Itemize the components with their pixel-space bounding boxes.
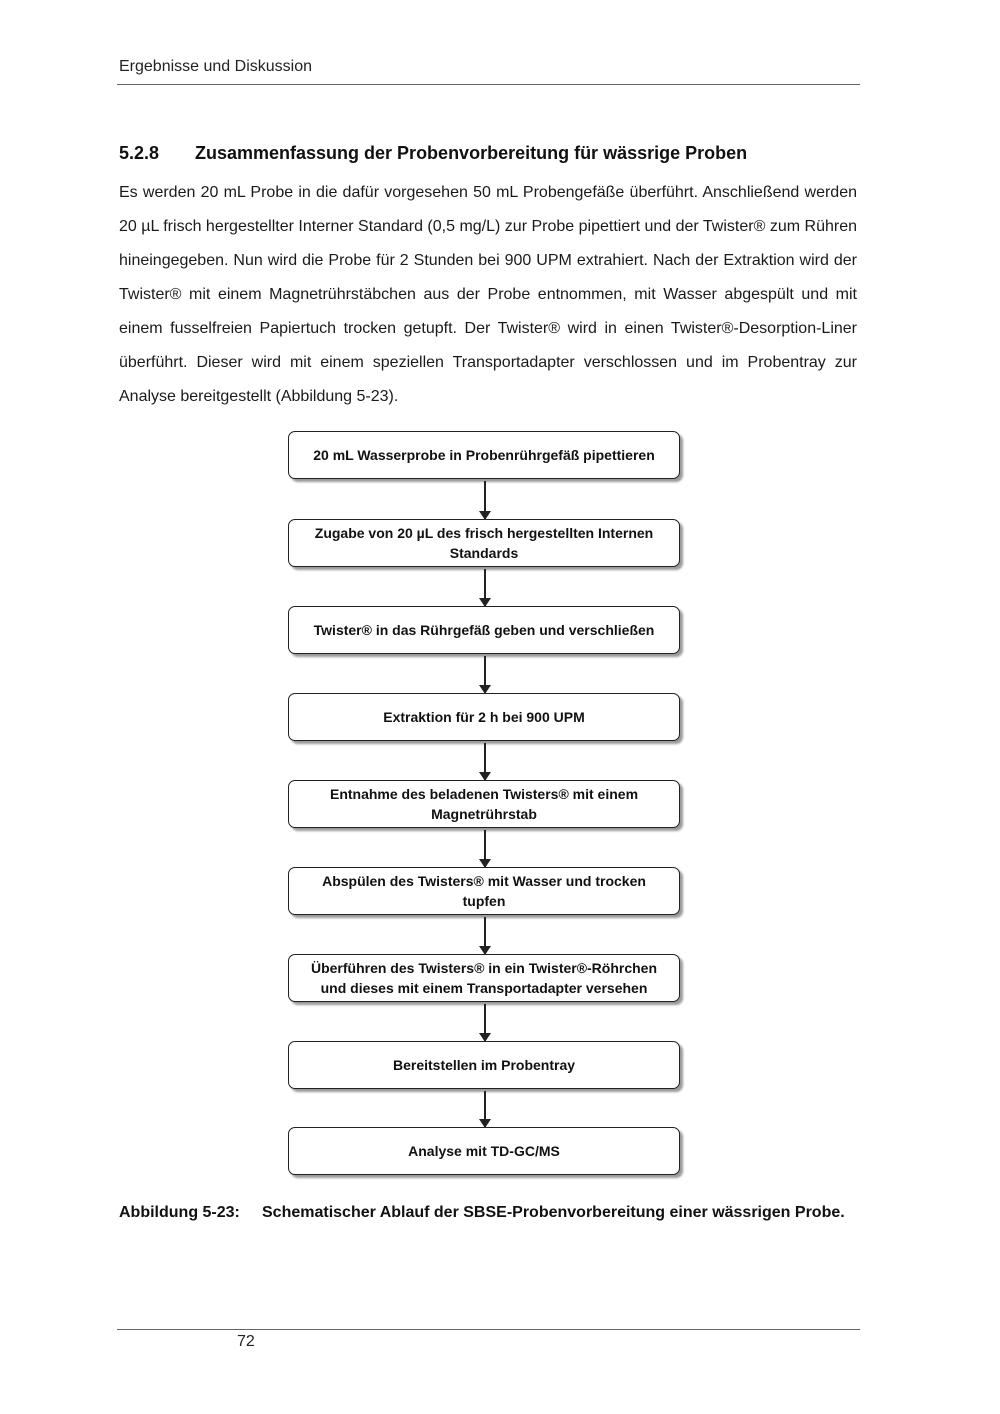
header-rule: [117, 84, 860, 85]
flow-arrow-3: [479, 656, 491, 694]
flow-step-9: Analyse mit TD-GC/MS: [288, 1127, 680, 1175]
flow-step-3: Twister® in das Rührgefäß geben und vers…: [288, 606, 680, 654]
body-paragraph: Es werden 20 mL Probe in die dafür vorge…: [119, 184, 857, 405]
flow-step-4: Extraktion für 2 h bei 900 UPM: [288, 693, 680, 741]
flow-arrow-5: [479, 830, 491, 868]
flow-step-6: Abspülen des Twisters® mit Wasser und tr…: [288, 867, 680, 915]
flow-step-1: 20 mL Wasserprobe in Probenrührgefäß pip…: [288, 431, 680, 479]
page-number: 72: [237, 1333, 255, 1350]
flow-step-8: Bereitstellen im Probentray: [288, 1041, 680, 1089]
footer-rule: [117, 1329, 860, 1330]
flow-step-5: Entnahme des beladenen Twisters® mit ein…: [288, 780, 680, 828]
section-title: Zusammenfassung der Probenvorbereitung f…: [195, 143, 748, 163]
flow-arrow-4: [479, 743, 491, 781]
flow-arrow-7: [479, 1004, 491, 1042]
running-header: Ergebnisse und Diskussion: [119, 58, 312, 75]
section-number: 5.2.8: [119, 143, 160, 163]
flow-step-7: Überführen des Twisters® in ein Twister®…: [288, 954, 680, 1002]
figure-caption: Abbildung 5-23: Schematischer Ablauf der …: [119, 1204, 845, 1222]
flow-arrow-2: [479, 569, 491, 607]
flow-arrow-8: [479, 1091, 491, 1128]
flow-step-2: Zugabe von 20 µL des frisch hergestellte…: [288, 519, 680, 567]
flow-arrow-1: [479, 481, 491, 520]
caption-label: Abbildung 5-23:: [119, 1204, 240, 1221]
section-heading: 5.2.8 Zusammenfassung der Probenvorbereit…: [119, 143, 747, 164]
flow-arrow-6: [479, 917, 491, 955]
caption-text: Schematischer Ablauf der SBSE-Probenvorb…: [262, 1204, 845, 1221]
